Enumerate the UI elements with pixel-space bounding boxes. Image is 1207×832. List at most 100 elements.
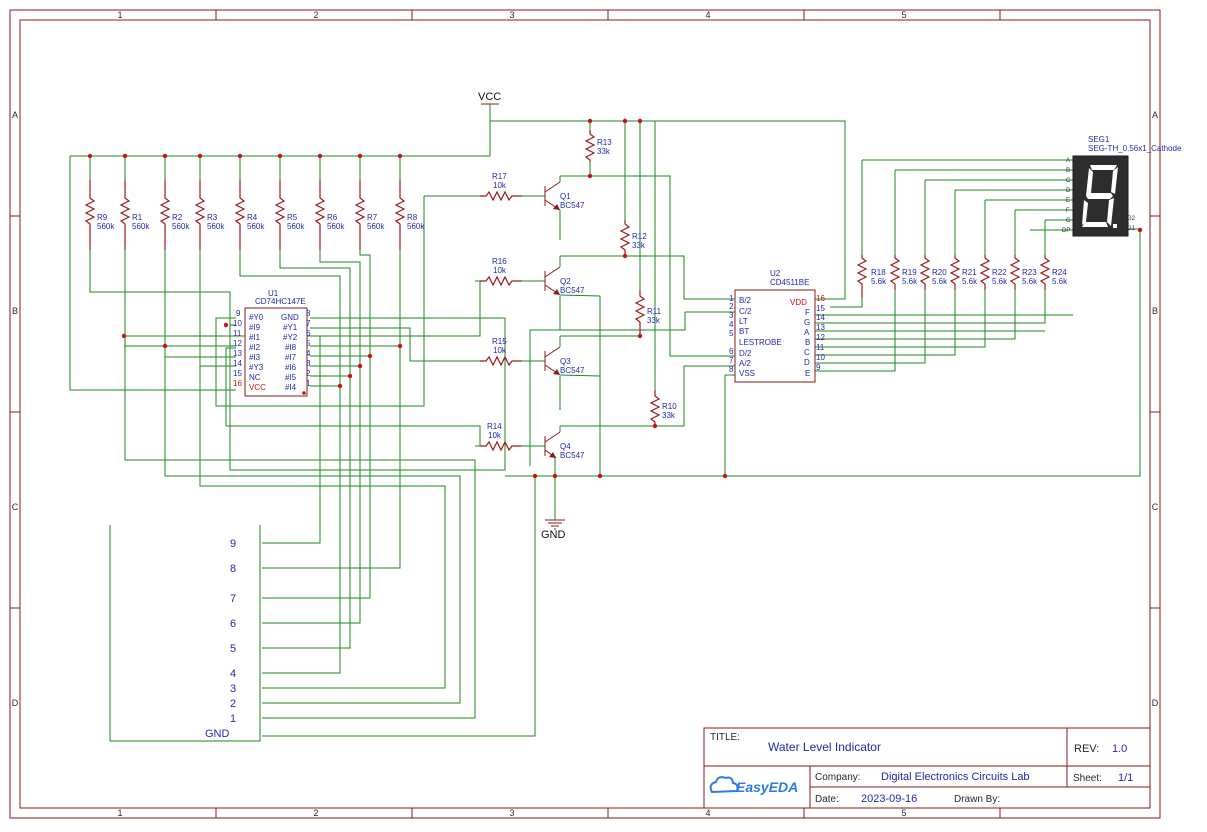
resistor-ref: R12 — [632, 232, 647, 241]
vcc-label: VCC — [478, 91, 501, 103]
resistor-value: 10k — [493, 266, 507, 275]
pin-number: 4 — [729, 320, 734, 329]
pin-number: 8 — [729, 365, 734, 374]
npn-transistor-q2 — [544, 256, 601, 297]
pin-name: F — [805, 308, 810, 317]
pin-name: #I8 — [285, 343, 297, 352]
grid-col-bottom: 3 — [509, 808, 514, 818]
resistor-value: 5.6k — [871, 277, 887, 286]
pin-name: D — [804, 358, 810, 367]
pin-number: 3 — [306, 359, 311, 368]
resistor-ref: R24 — [1052, 268, 1067, 277]
resistor-ref: R5 — [287, 213, 298, 222]
resistor-ref: R21 — [962, 268, 977, 277]
resistor-ref: R11 — [647, 307, 662, 316]
pin-name: VDD — [790, 298, 807, 307]
resistor-ref: R14 — [487, 422, 502, 431]
pin-name: GND — [281, 313, 299, 322]
resistor-ref: R4 — [247, 213, 258, 222]
base-resistors — [480, 190, 545, 452]
pin-number: 2 — [306, 369, 311, 378]
collector-resistor-labels: R13 33k R12 33k R11 33k R10 33k — [597, 138, 677, 420]
pin-name: #Y0 — [249, 313, 264, 322]
resistor — [119, 180, 131, 250]
grid-row-left: C — [12, 502, 19, 512]
u2-decoder-ic: U2 CD4511BE 1 B/2 2 C/2 3 LT 4 BT 5 LEST… — [729, 269, 825, 383]
resistor — [194, 180, 206, 250]
resistor — [949, 255, 961, 290]
resistor — [84, 180, 96, 250]
connector-label: 2 — [230, 698, 236, 710]
date-value: 2023-09-16 — [861, 793, 917, 805]
resistor-ref: R16 — [492, 257, 507, 266]
gnd-label: GND — [541, 529, 566, 541]
transistor-ref: Q3 — [560, 357, 571, 366]
connector-label: 4 — [230, 668, 236, 680]
seg-pin-label: G — [1066, 218, 1071, 224]
resistor-ref: R2 — [172, 213, 183, 222]
pin-number: 5 — [306, 339, 311, 348]
resistor-ref: R18 — [871, 268, 886, 277]
probe-connector: 9 8 7 6 5 4 3 2 1 GND — [205, 538, 236, 740]
company-name: Digital Electronics Circuits Lab — [881, 771, 1030, 783]
resistor — [889, 255, 901, 290]
pin-name: LT — [739, 317, 748, 326]
pin-number: 5 — [729, 329, 734, 338]
pin-name: #Y1 — [283, 323, 298, 332]
pin-number: 11 — [233, 329, 242, 338]
u1-ref: U1 — [268, 289, 279, 298]
resistor-ref: R15 — [492, 337, 507, 346]
pin-number: 1 — [306, 379, 311, 388]
pin-number: 2 — [729, 302, 734, 311]
grid-row-left: B — [12, 306, 18, 316]
grid-col-bottom: 5 — [901, 808, 906, 818]
connector-label: 3 — [230, 683, 236, 695]
pin-number: 8 — [306, 309, 311, 318]
transistors — [544, 176, 601, 459]
resistor-ref: R19 — [902, 268, 917, 277]
seven-segment-display: SEG1 SEG-TH_0.56x1_Cathode A B C D E F G… — [1062, 135, 1182, 237]
npn-transistor-q4 — [544, 426, 561, 459]
resistor — [1009, 255, 1021, 290]
u2-part: CD4511BE — [770, 278, 809, 287]
resistor-value: 33k — [647, 316, 661, 325]
date-label: Date: — [815, 794, 839, 805]
segment-resistors — [856, 255, 1051, 298]
connector-label: 9 — [230, 538, 236, 550]
pin-number: 15 — [233, 369, 242, 378]
pin-name: A — [804, 328, 810, 337]
segment-resistor-labels: R18 5.6k R19 5.6k R20 5.6k R21 5.6k R22 … — [871, 268, 1068, 286]
resistor-ref: R9 — [97, 213, 108, 222]
resistor — [394, 180, 406, 250]
resistor — [234, 180, 246, 250]
resistor-ref: R22 — [992, 268, 1007, 277]
resistor — [274, 180, 286, 250]
pin-number: 7 — [306, 319, 311, 328]
resistor-ref: R10 — [662, 402, 677, 411]
pin-number: 6 — [729, 347, 734, 356]
resistor — [480, 275, 522, 287]
resistor-value: 560k — [407, 222, 425, 231]
resistor-value: 560k — [172, 222, 190, 231]
seg-pin-label: D — [1066, 188, 1071, 194]
pin-number: 10 — [233, 319, 242, 328]
pin-number: 14 — [816, 313, 825, 322]
resistor-value: 10k — [488, 431, 502, 440]
transistor-part: BC547 — [560, 366, 585, 375]
rev-value: 1.0 — [1112, 743, 1127, 755]
resistor — [159, 180, 171, 250]
npn-transistor-q1 — [544, 176, 561, 216]
seg-pin-label: F — [1066, 208, 1070, 214]
resistor-ref: R1 — [132, 213, 143, 222]
pin-number: 11 — [816, 343, 825, 352]
pin-number: 13 — [233, 349, 242, 358]
digit-eight-icon — [1082, 165, 1118, 228]
pin-number: 9 — [236, 309, 241, 318]
resistor — [314, 180, 326, 250]
grid-col-top: 2 — [313, 10, 318, 20]
grid-col-bottom: 1 — [117, 808, 122, 818]
vcc-symbol: VCC — [478, 91, 501, 121]
u2-ref: U2 — [770, 269, 781, 278]
resistor — [480, 190, 522, 202]
resistor-value: 5.6k — [1022, 277, 1038, 286]
